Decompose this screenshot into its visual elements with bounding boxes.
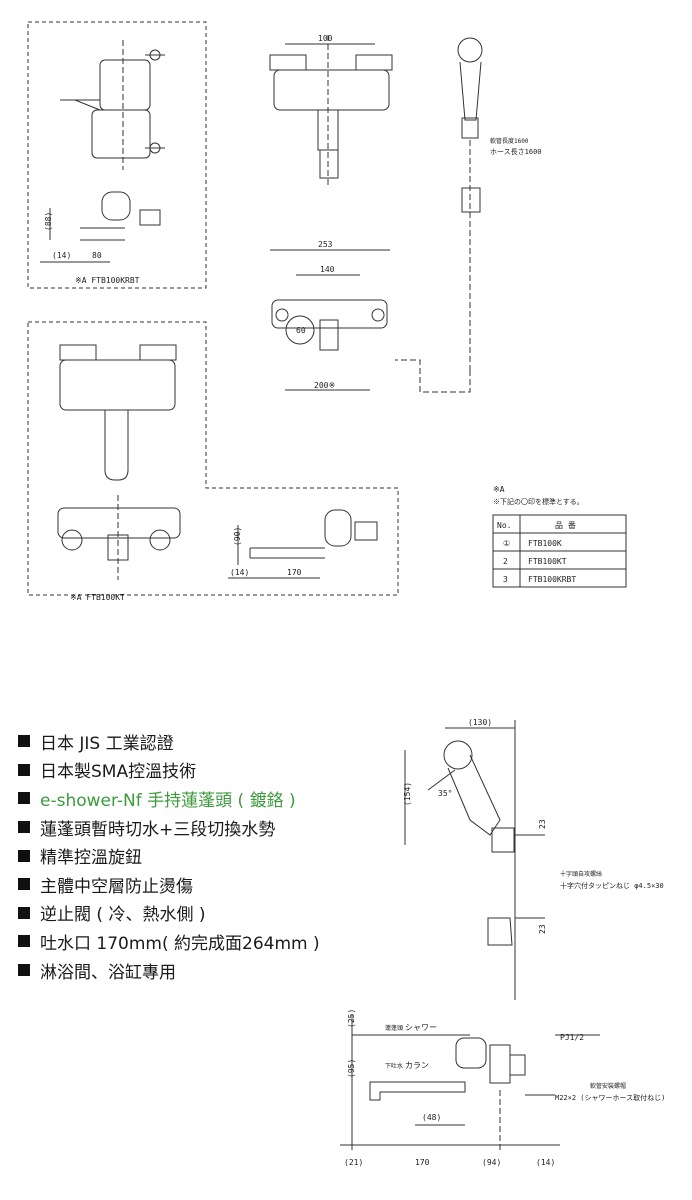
dim-170: 170 — [287, 568, 302, 577]
feature-item: 精準控溫旋鈕 — [18, 841, 378, 870]
dim-60: 60 — [296, 326, 306, 335]
screw-note-1: 十字頭自攻螺絲 — [560, 870, 602, 878]
dim-140: 140 — [320, 265, 335, 274]
bullet-icon — [18, 735, 30, 748]
bullet-icon — [18, 935, 30, 948]
dim-14b: (14) — [230, 568, 249, 577]
dim-80: 80 — [92, 251, 102, 260]
feature-text: 主體中空層防止燙傷 — [40, 876, 193, 897]
feature-text: 逆止閥 ( 冷、熱水側 ) — [40, 905, 206, 926]
dim-90: (90) — [233, 527, 242, 546]
dim-154: (154) — [403, 782, 412, 806]
spout-label-1: 下吐水 — [385, 1062, 403, 1070]
screw-note-2: 十字穴付タッピンねじ φ4.5×30 — [560, 881, 664, 890]
feature-text: 吐水口 170mm( 約完成面264mm ) — [40, 933, 320, 954]
hose-note-2: ホース長さ1600 — [490, 148, 542, 156]
angle-35: 35° — [438, 789, 452, 798]
feature-item: 日本 JIS 工業認證 — [18, 727, 378, 756]
spout-label-2: カラン — [405, 1061, 429, 1070]
feature-item: 逆止閥 ( 冷、熱水側 ) — [18, 899, 378, 928]
bullet-icon — [18, 849, 30, 862]
label-variant-a: ※A FTB100KRBT — [75, 276, 140, 285]
dim-200: 200※ — [314, 381, 335, 390]
bullet-icon — [18, 878, 30, 891]
table-row-2-item: FTB100KT — [528, 557, 567, 566]
feature-text: e-shower-Nf 手持蓮蓬頭 ( 鍍鉻 ) — [40, 790, 296, 811]
feature-text: 蓮蓬頭暫時切水+三段切換水勢 — [40, 819, 276, 840]
fix-note-1: 軟管安裝螺帽 — [590, 1082, 626, 1090]
bullet-icon — [18, 763, 30, 776]
dim-23b: 23 — [538, 924, 547, 934]
shower-label-1: 蓮蓬頭 — [385, 1024, 403, 1032]
bullet-icon — [18, 906, 30, 919]
dim-25: (25) — [347, 1009, 356, 1028]
table-row-1-no: ① — [503, 539, 510, 548]
feature-text: 淋浴間、浴缸專用 — [40, 962, 176, 983]
dim-21: (21) — [344, 1158, 363, 1167]
table-header-no: No. — [497, 521, 511, 530]
note-a: ※A — [493, 485, 505, 494]
feature-text: 日本 JIS 工業認證 — [40, 733, 174, 754]
dim-95: (95) — [347, 1059, 356, 1078]
dim-253: 253 — [318, 240, 333, 249]
shower-label-2: シャワー — [405, 1023, 437, 1032]
table-row-2-no: 2 — [503, 557, 508, 566]
table-row-1-item: FTB100K — [528, 539, 562, 548]
dim-130: (130) — [468, 718, 492, 727]
table-header-item: 品 番 — [555, 520, 576, 530]
dim-170b: 170 — [415, 1158, 430, 1167]
feature-text: 精準控溫旋鈕 — [40, 848, 142, 869]
pj-label: PJ1/2 — [560, 1033, 584, 1042]
table-row-3-no: 3 — [503, 575, 508, 584]
feature-list: 日本 JIS 工業認證 日本製SMA控溫技術 e-shower-Nf 手持蓮蓬頭… — [18, 727, 378, 984]
dim-94: (94) — [482, 1158, 501, 1167]
dim-48: (48) — [422, 1113, 441, 1122]
dim-88: (88) — [44, 212, 53, 231]
hose-note-1: 軟管長度1600 — [490, 137, 529, 145]
dim-14c: (14) — [536, 1158, 555, 1167]
feature-item: e-shower-Nf 手持蓮蓬頭 ( 鍍鉻 ) — [18, 784, 378, 813]
bullet-icon — [18, 821, 30, 834]
dim-100: 100 — [318, 34, 333, 43]
bullet-icon — [18, 964, 30, 977]
feature-item: 吐水口 170mm( 約完成面264mm ) — [18, 927, 378, 956]
feature-item: 淋浴間、浴缸專用 — [18, 956, 378, 985]
fix-note-2: M22×2 (シャワーホース取付ねじ) — [555, 1093, 665, 1102]
note-b: ※下記の〇印を標準とする。 — [493, 497, 584, 506]
dim-14: (14) — [52, 251, 71, 260]
feature-text: 日本製SMA控溫技術 — [40, 762, 197, 783]
feature-item: 日本製SMA控溫技術 — [18, 756, 378, 785]
feature-item: 主體中空層防止燙傷 — [18, 870, 378, 899]
table-row-3-item: FTB100KRBT — [528, 575, 576, 584]
label-variant-b: ※A FTB100KT — [70, 593, 125, 602]
feature-item: 蓮蓬頭暫時切水+三段切換水勢 — [18, 813, 378, 842]
bullet-icon — [18, 792, 30, 805]
dim-23a: 23 — [538, 819, 547, 829]
